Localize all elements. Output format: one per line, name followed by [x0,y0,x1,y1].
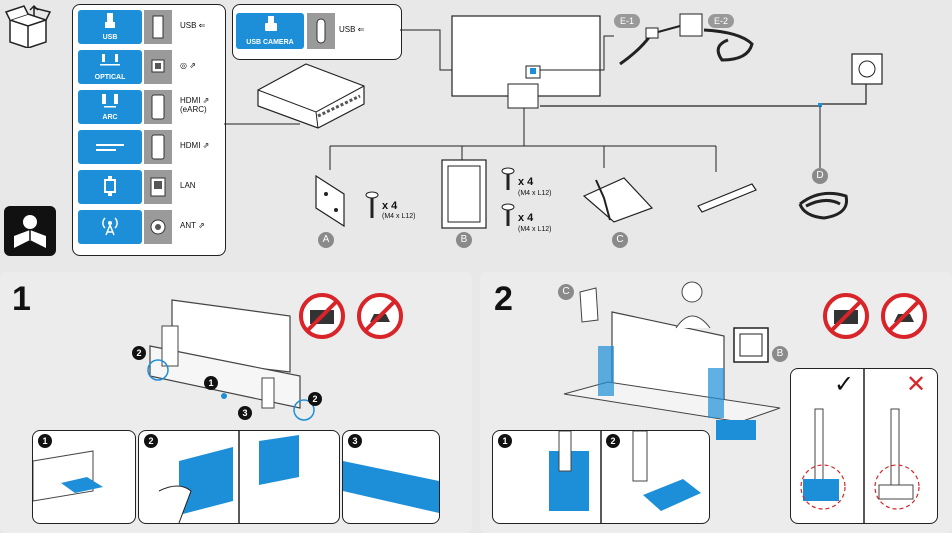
antenna-icon [102,217,118,236]
usb-jack [144,10,172,44]
port-row-hdmi: HDMI ⇗ [78,130,218,164]
step2-substep-panel [492,430,710,524]
step1-sub-badge-3: 3 [348,434,362,448]
port-name-usb-camera: USB ⇐ [339,25,365,34]
step1-substep-2 [138,430,340,524]
hdmi-arc-jack [144,90,172,124]
usb-icon [105,13,115,28]
port-tag-usb: USB [78,10,142,44]
accessory-label-d: D [812,168,828,184]
usb-camera-icon [265,16,277,31]
box-icon [4,4,52,48]
port-name-lan: LAN [180,181,196,190]
port-row-hdmi-arc: ARC HDMI ⇗ (eARC) [78,90,218,124]
lan-jack [144,170,172,204]
read-manual-icon [4,206,56,256]
usb-camera-panel: USB CAMERA USB ⇐ [232,4,402,60]
port-tag-antenna [78,210,142,244]
accessory-label-c: C [612,232,628,248]
step1-sub-badge-1: 1 [38,434,52,448]
screw-b-spec2: (M4 x L12) [518,226,552,233]
step1-callout-2b: 2 [308,392,322,406]
lan-icon [104,176,116,196]
port-tag-hdmi [78,130,142,164]
optical-icon [100,54,120,66]
port-row-optical: OPTICAL ◎ ⇗ [78,50,218,84]
cable-label-e2: E-2 [708,14,734,28]
no-sharp-object-icon [357,293,403,339]
usb-camera-jack [307,13,335,49]
hdmi-jack [144,130,172,164]
port-name-hdmi-arc: HDMI ⇗ (eARC) [180,96,210,114]
port-name-hdmi: HDMI ⇗ [180,141,210,150]
tv-back [451,15,601,97]
step2-number: 2 [494,280,513,318]
step1-sub-badge-2: 2 [144,434,158,448]
antenna-jack [144,210,172,244]
optical-jack [144,50,172,84]
step1-callout-1: 1 [204,376,218,390]
screw-b-spec1: (M4 x L12) [518,190,552,197]
port-row-lan: LAN [78,170,218,204]
screw-a-qty: x 4 [382,200,398,212]
step1-number: 1 [12,280,31,318]
step1-callout-3: 3 [238,406,252,420]
port-name-antenna: ANT ⇗ [180,221,205,230]
incorrect-cross-icon: ✕ [906,371,927,398]
step2-sub-badge-2: 2 [606,434,620,448]
port-row-usb: USB USB ⇐ [78,10,218,44]
tv-connection-diagram [224,13,883,229]
screw-b-qty1: x 4 [518,176,534,188]
cable-label-e1: E-1 [614,14,640,28]
port-tag-lan [78,170,142,204]
step2-label-b: B [772,346,788,362]
screw-b-qty2: x 4 [518,212,534,224]
accessory-label-a: A [318,232,334,248]
correct-incorrect-panel [790,368,938,524]
correct-check-icon: ✓ [834,371,855,398]
hdmi-arc-icon [102,94,118,108]
step2-tv-diagram [563,281,781,440]
step2-label-c: C [558,284,574,300]
port-row-antenna: ANT ⇗ [78,210,218,244]
step1-callout-2a: 2 [132,346,146,360]
port-name-usb: USB ⇐ [180,21,206,30]
accessory-label-b: B [456,232,472,248]
port-name-optical: ◎ ⇗ [180,61,196,70]
step1-tv-diagram [147,299,315,421]
hdmi-icon [96,144,124,151]
screw-a-spec: (M4 x L12) [382,213,416,220]
step2-sub-badge-1: 1 [498,434,512,448]
no-sharp-object-icon-2 [881,293,927,339]
no-press-screen-icon [299,293,345,339]
no-press-screen-icon-2 [823,293,869,339]
port-tag-usb-camera: USB CAMERA [236,13,304,49]
port-tag-arc: ARC [78,90,142,124]
port-tag-optical: OPTICAL [78,50,142,84]
